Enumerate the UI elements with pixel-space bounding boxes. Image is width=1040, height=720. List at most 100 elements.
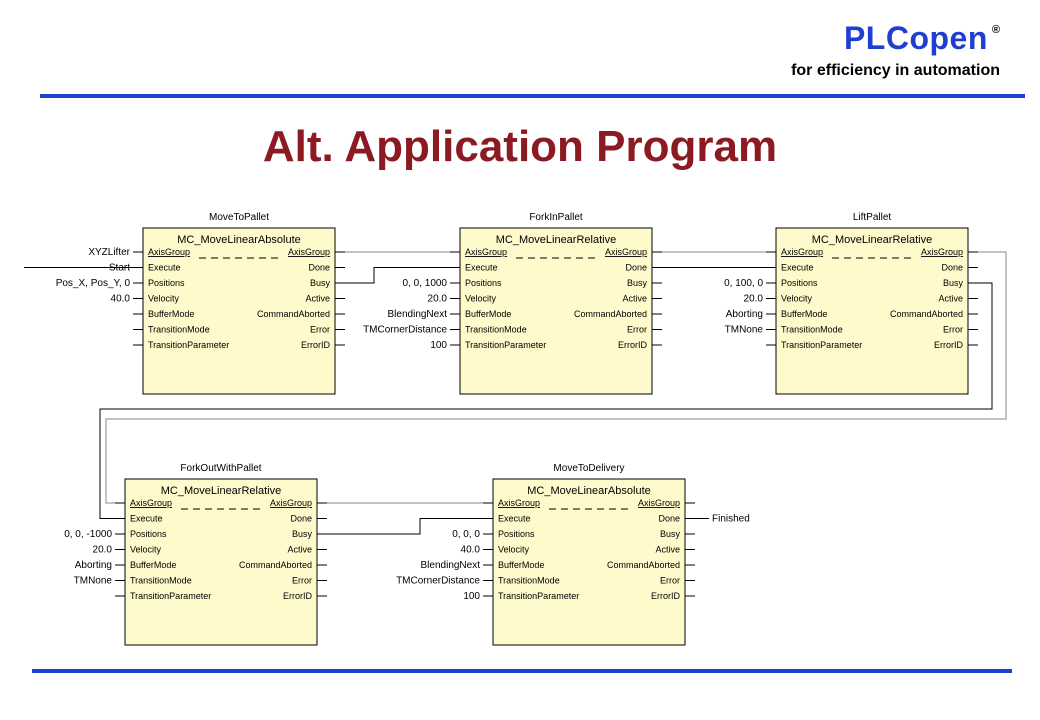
block-fork-out-with-pallet[interactable]: ForkOutWithPalletMC_MoveLinearRelativeAx… (64, 463, 327, 646)
block-move-to-pallet[interactable]: MoveToPalletMC_MoveLinearAbsoluteAxisGro… (56, 212, 345, 395)
block-instance-name: ForkInPallet (529, 212, 583, 223)
plcopen-logo: PLCopen® (844, 20, 1000, 57)
input-pin-label: Execute (130, 514, 163, 524)
input-pin-label: Positions (781, 278, 818, 288)
input-pin-label: TransitionMode (148, 325, 210, 335)
logo-tagline: for efficiency in automation (791, 62, 1000, 79)
input-pin-label: BufferMode (781, 309, 827, 319)
block-body[interactable] (124, 478, 318, 646)
output-pin-label: Done (941, 263, 963, 273)
input-pin-label: TransitionParameter (130, 591, 211, 601)
input-pin-label: BufferMode (148, 309, 194, 319)
input-value-label: 100 (463, 591, 480, 602)
block-type-name: MC_MoveLinearRelative (161, 485, 281, 497)
input-pin-label: Velocity (781, 294, 813, 304)
block-body[interactable] (459, 227, 653, 395)
block-body[interactable] (492, 478, 686, 646)
input-value-label: 20.0 (428, 294, 448, 305)
output-pin-label: ErrorID (618, 340, 648, 350)
input-pin-label: Execute (148, 263, 181, 273)
input-value-label: 20.0 (93, 545, 113, 556)
block-type-name: MC_MoveLinearRelative (496, 234, 616, 246)
output-pin-label: Active (655, 545, 680, 555)
output-pin-label: CommandAborted (239, 560, 312, 570)
block-instance-name: ForkOutWithPallet (180, 463, 261, 474)
block-move-to-delivery[interactable]: MoveToDeliveryMC_MoveLinearAbsoluteAxisG… (396, 463, 750, 646)
output-pin-label: Busy (943, 278, 964, 288)
input-value-label: Pos_X, Pos_Y, 0 (56, 278, 131, 289)
block-type-name: MC_MoveLinearAbsolute (527, 485, 651, 497)
output-pin-label: CommandAborted (257, 309, 330, 319)
output-pin-label: Error (292, 576, 312, 586)
input-pin-label: TransitionParameter (498, 591, 579, 601)
block-fork-in-pallet[interactable]: ForkInPalletMC_MoveLinearRelativeAxisGro… (363, 212, 662, 395)
output-pin-label: Error (627, 325, 647, 335)
input-pin-label: Positions (465, 278, 502, 288)
output-pin-label: Done (658, 514, 680, 524)
page-title: Alt. Application Program (262, 122, 778, 171)
input-pin-label: Execute (465, 263, 498, 273)
input-value-label: 0, 100, 0 (724, 278, 763, 289)
busy-to-execute-wire-3-4 (99, 282, 993, 519)
logo-text: PLCopen (843, 20, 988, 56)
block-body[interactable] (775, 227, 969, 395)
registered-mark: ® (991, 24, 1000, 36)
input-pin-label: TransitionParameter (148, 340, 229, 350)
input-pin-label: Velocity (148, 294, 180, 304)
input-pin-label: BufferMode (465, 309, 511, 319)
input-pin-label: AxisGroup (781, 247, 823, 257)
input-value-label: Start (109, 263, 130, 274)
input-pin-label: TransitionMode (465, 325, 527, 335)
input-value-label: 0, 0, 1000 (403, 278, 448, 289)
input-value-label: TMNone (74, 576, 113, 587)
input-pin-label: BufferMode (130, 560, 176, 570)
input-value-label: BlendingNext (388, 309, 448, 320)
output-pin-label: CommandAborted (607, 560, 680, 570)
output-pin-label: Busy (660, 529, 681, 539)
block-instance-name: MoveToPallet (209, 212, 269, 223)
output-pin-label: Active (622, 294, 647, 304)
wire-layer (24, 251, 1007, 535)
input-pin-label: TransitionMode (781, 325, 843, 335)
block-layer: MoveToPalletMC_MoveLinearAbsoluteAxisGro… (56, 212, 978, 646)
output-pin-label: ErrorID (283, 591, 313, 601)
output-pin-label: Busy (310, 278, 331, 288)
block-body[interactable] (142, 227, 336, 395)
output-pin-label: Active (287, 545, 312, 555)
input-pin-label: AxisGroup (148, 247, 190, 257)
input-value-label: TMNone (725, 325, 764, 336)
output-pin-label: Error (310, 325, 330, 335)
block-type-name: MC_MoveLinearRelative (812, 234, 932, 246)
input-value-label: Aborting (726, 309, 763, 320)
input-pin-label: TransitionMode (498, 576, 560, 586)
output-value-label: Finished (712, 514, 750, 525)
output-pin-label: CommandAborted (890, 309, 963, 319)
input-pin-label: Velocity (130, 545, 162, 555)
input-value-label: XYZLifter (88, 247, 130, 258)
input-pin-label: Velocity (498, 545, 530, 555)
input-value-label: 0, 0, -1000 (64, 529, 112, 540)
input-pin-label: TransitionParameter (781, 340, 862, 350)
output-pin-label: ErrorID (301, 340, 331, 350)
input-pin-label: Velocity (465, 294, 497, 304)
input-value-label: BlendingNext (421, 560, 481, 571)
block-lift-pallet[interactable]: LiftPalletMC_MoveLinearRelativeAxisGroup… (724, 212, 978, 395)
input-value-label: 100 (430, 340, 447, 351)
input-pin-label: Positions (130, 529, 167, 539)
output-pin-label: Busy (292, 529, 313, 539)
input-pin-label: TransitionMode (130, 576, 192, 586)
input-value-label: TMCornerDistance (363, 325, 447, 336)
input-value-label: 40.0 (461, 545, 481, 556)
input-value-label: 20.0 (744, 294, 764, 305)
output-pin-label: Active (938, 294, 963, 304)
output-pin-label: Error (660, 576, 680, 586)
top-divider (40, 94, 1025, 98)
output-pin-label: AxisGroup (288, 247, 330, 257)
block-instance-name: MoveToDelivery (553, 463, 624, 474)
input-pin-label: AxisGroup (130, 498, 172, 508)
input-value-label: 0, 0, 0 (452, 529, 480, 540)
output-pin-label: CommandAborted (574, 309, 647, 319)
output-pin-label: Done (290, 514, 312, 524)
output-pin-label: Done (625, 263, 647, 273)
output-pin-label: Active (305, 294, 330, 304)
